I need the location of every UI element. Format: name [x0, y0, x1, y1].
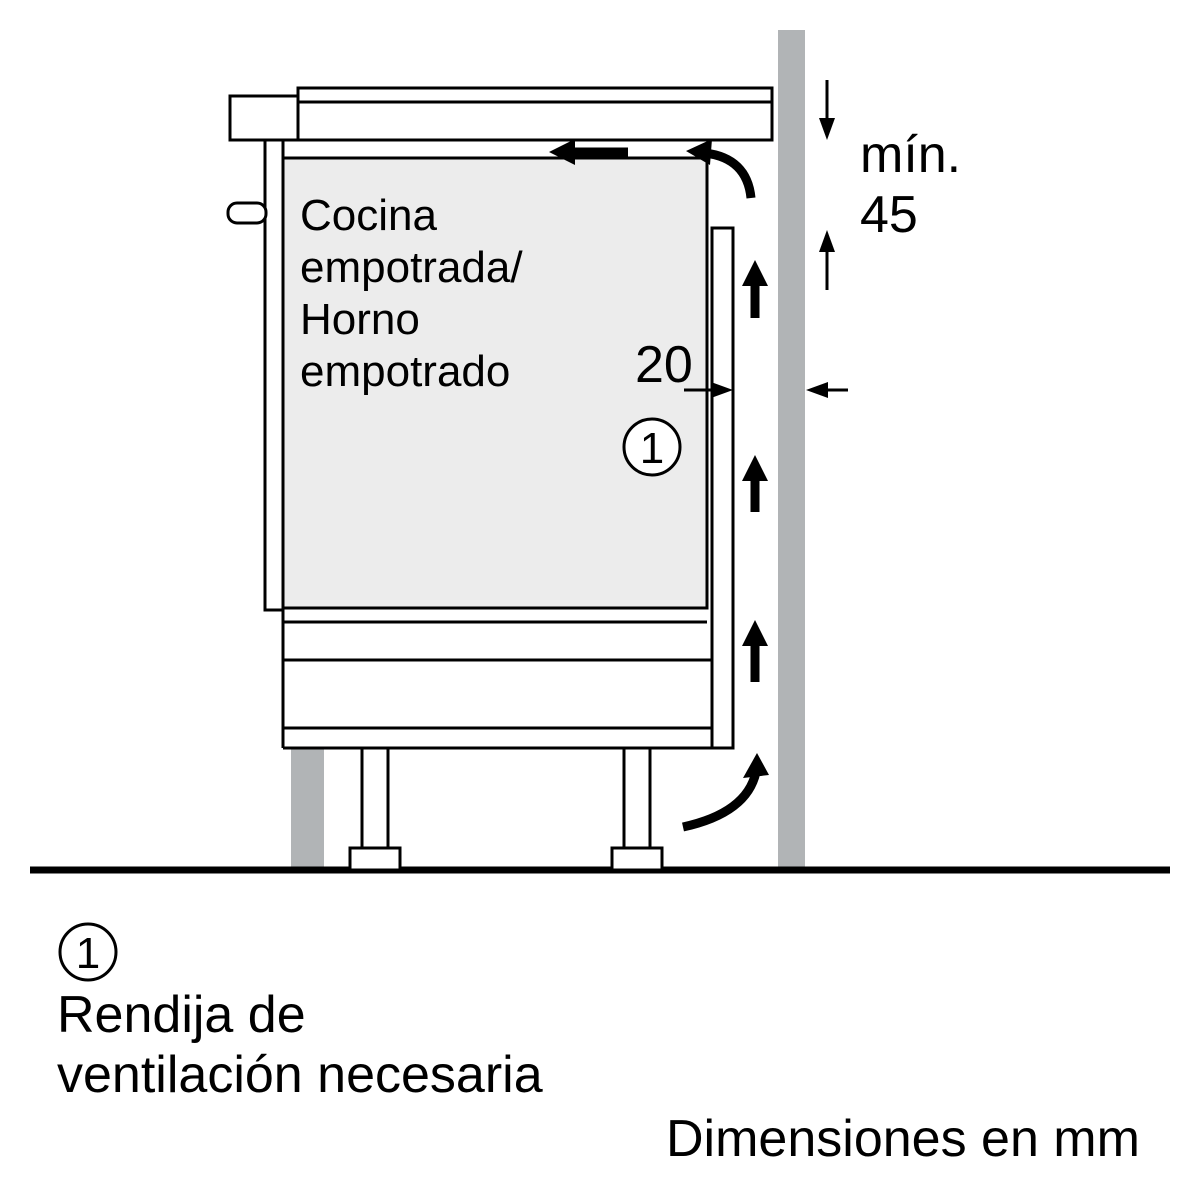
leg-left-shaft — [360, 746, 390, 850]
cabinet-label-line4: empotrado — [300, 347, 510, 396]
gap-value-text: 20 — [635, 336, 693, 394]
leg-right-foot — [610, 846, 664, 872]
cabinet-label-line3: Horno — [300, 295, 420, 344]
legend-circle — [58, 922, 118, 982]
leg-right-shaft — [622, 746, 652, 850]
wall — [778, 30, 805, 870]
dim-arrow-left-head — [806, 382, 828, 398]
cabinet-label-line2: empotrada/ — [300, 243, 523, 292]
airflow-arrow-top-curved-head — [686, 139, 712, 165]
cabinet-back-panel — [710, 226, 735, 750]
min-value-text: 45 — [860, 186, 918, 244]
callout-number-text: 1 — [640, 424, 664, 473]
min-label-text: mín. — [860, 126, 961, 184]
worktop — [296, 86, 774, 142]
dim-arrow-up-head — [819, 230, 835, 252]
units-note-text: Dimensiones en mm — [666, 1110, 1140, 1168]
oven-handle — [226, 201, 268, 225]
airflow-arrow-bottom-curved-shaft — [682, 770, 761, 832]
cabinet-label-line1: Cocina — [300, 191, 437, 240]
legend-number-text: 1 — [76, 929, 100, 978]
callout-circle — [622, 417, 682, 477]
airflow-arrow-gap-1-head — [742, 260, 768, 286]
airflow-arrow-gap-3-head — [742, 620, 768, 646]
worktop-left-box — [228, 94, 300, 142]
airflow-arrow-gap-2-head — [742, 455, 768, 481]
airflow-arrow-top-left-head — [549, 139, 575, 165]
airflow-arrow-top-curved-shaft — [704, 148, 756, 199]
cabinet-left-panel — [263, 138, 285, 612]
oven-cavity — [281, 156, 709, 610]
leg-left-foot — [348, 846, 402, 872]
legend-line2-text: ventilación necesaria — [57, 1046, 543, 1104]
legend-line1-text: Rendija de — [57, 986, 306, 1044]
dim-arrow-down-head — [819, 118, 835, 140]
support-pillar — [291, 748, 324, 870]
dim-arrow-right-head — [711, 382, 733, 398]
airflow-arrow-bottom-curved-head — [743, 753, 769, 778]
